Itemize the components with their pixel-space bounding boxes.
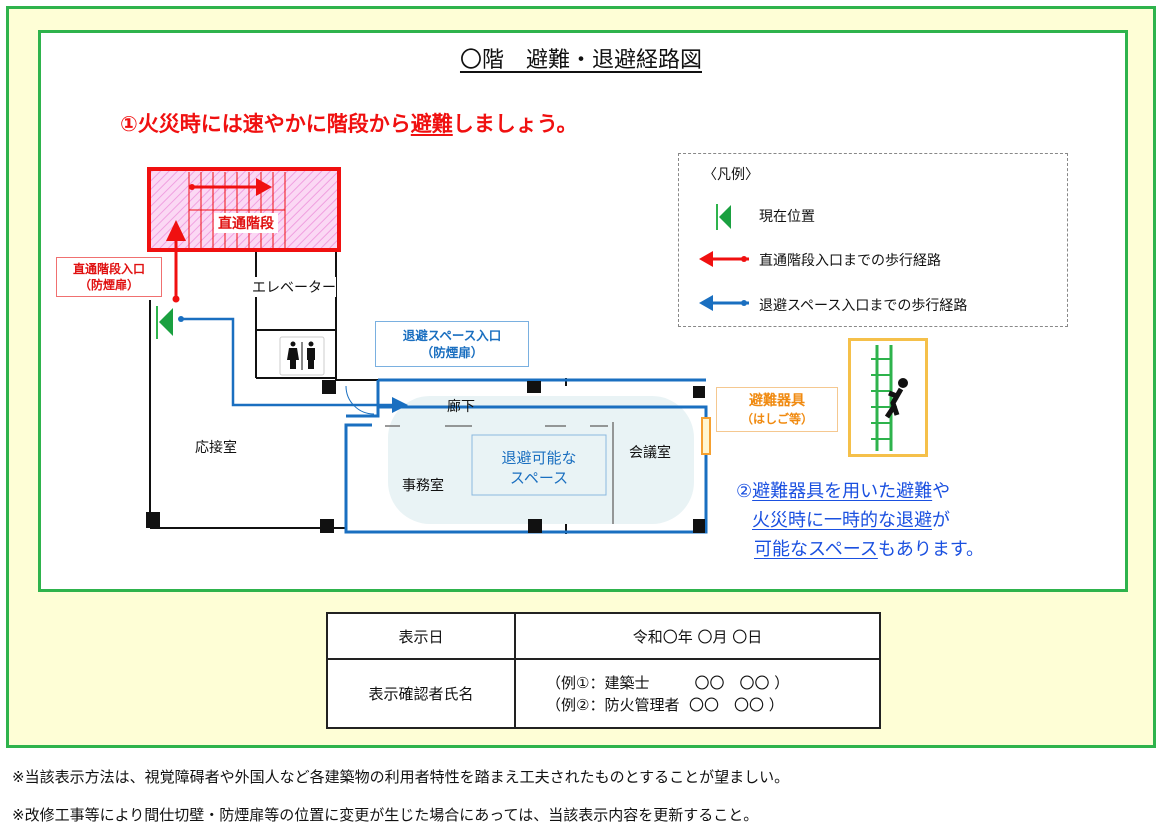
- confirmation-table: 表示日 令和〇年 〇月 〇日 表示確認者氏名 （例①：建築士 〇〇 〇〇 ）（例…: [326, 612, 881, 729]
- legend-item-red-route: 直通階段入口までの歩行経路: [759, 253, 941, 269]
- page-title: 〇階 避難・退避経路図: [459, 48, 702, 73]
- refuge-note-line1: ②避難器具を用いた避難や: [736, 481, 951, 502]
- meeting-room-label: 会議室: [629, 445, 671, 461]
- legend-item-blue-route: 退避スペース入口までの歩行経路: [759, 298, 968, 314]
- refuge-space-box: [471, 434, 607, 496]
- refuge-entrance-label: 退避スペース入口（防煙扉）: [375, 321, 529, 367]
- window-exit: [701, 417, 711, 455]
- refuge-area: [388, 396, 694, 524]
- current-position-icon: [156, 306, 173, 339]
- restroom-icon: [279, 336, 325, 376]
- table-row: 表示日 令和〇年 〇月 〇日: [326, 612, 881, 660]
- corridor-label: 廊下: [447, 399, 475, 415]
- reception-room-label: 応接室: [195, 440, 237, 456]
- legend-title: 〈凡例〉: [703, 167, 759, 183]
- footnote-2: ※改修工事等により間仕切壁・防煙扉等の位置に変更が生じた場合にあっては、当該表示…: [12, 806, 759, 824]
- evacuation-device-label: 避難器具（はしご等）: [716, 387, 838, 432]
- footnote-1: ※当該表示方法は、視覚障碍者や外国人など各建築物の利用者特性を踏まえ工夫されたも…: [12, 768, 790, 786]
- refuge-space-label: 退避可能なスペース: [501, 449, 577, 487]
- current-position-icon: [716, 204, 731, 230]
- stairs-label: 直通階段: [214, 213, 278, 233]
- elevator-label: エレベーター: [252, 277, 336, 297]
- office-label: 事務室: [402, 478, 444, 494]
- display-date-label: 表示日: [326, 612, 516, 660]
- ladder-icon: [848, 338, 928, 457]
- table-row: 表示確認者氏名 （例①：建築士 〇〇 〇〇 ）（例②：防火管理者 〇〇 〇〇 ）: [326, 658, 881, 729]
- stair-entrance-label: 直通階段入口（防煙扉）: [56, 257, 162, 297]
- legend: 〈凡例〉 現在位置 直通階段入口までの歩行経路 退避スペース入口までの歩行経路: [678, 153, 1068, 327]
- display-date-value: 令和〇年 〇月 〇日: [514, 612, 881, 660]
- confirmer-label: 表示確認者氏名: [326, 658, 516, 729]
- confirmer-value: （例①：建築士 〇〇 〇〇 ）（例②：防火管理者 〇〇 〇〇 ）: [514, 658, 881, 729]
- evacuation-note: ①火災時には速やかに階段から避難しましょう。: [120, 112, 578, 136]
- blue-route: [181, 317, 394, 407]
- legend-item-current-position: 現在位置: [759, 209, 815, 225]
- refuge-note-line3: 可能なスペースもあります。: [754, 539, 985, 560]
- door-swing: [345, 385, 375, 415]
- refuge-note-line2: 火災時に一時的な退避が: [752, 510, 950, 531]
